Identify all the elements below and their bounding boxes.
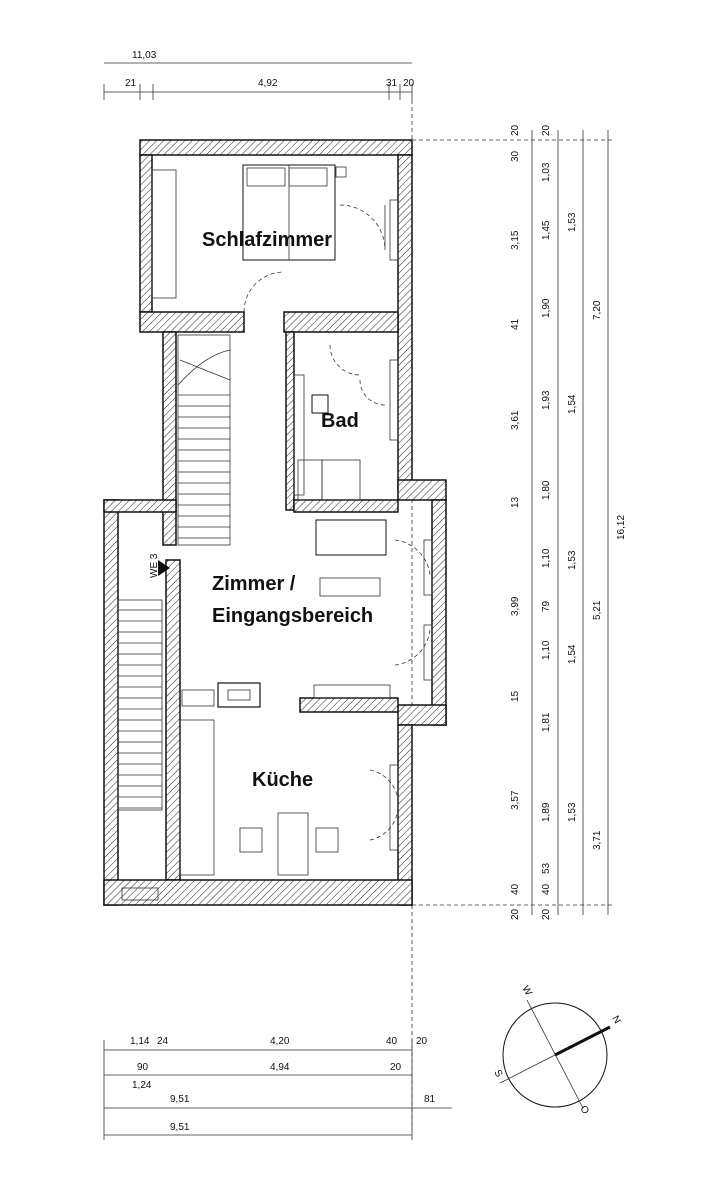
compass-west: W [519, 984, 534, 998]
dim-r2-6: 1,10 [541, 548, 552, 568]
dim-r1-0: 20 [510, 124, 521, 136]
dim-r1-1: 3,15 [510, 230, 521, 250]
dim-b2-2: 20 [390, 1062, 402, 1073]
living-entrance [158, 519, 433, 708]
dim-b2-1: 4,94 [270, 1062, 290, 1073]
bathroom [293, 344, 399, 501]
dim-r2-7: 79 [541, 600, 552, 612]
bedroom [151, 164, 399, 313]
dim-r1-6: 15 [510, 690, 521, 702]
stairwell [117, 599, 163, 901]
dim-top-c: 31 [386, 78, 398, 89]
dim-r1-7: 3,57 [510, 790, 521, 810]
dim-top-a: 21 [125, 78, 137, 89]
dim-r1-9: 20 [510, 908, 521, 920]
bottom-dimensions: 1,14 24 4,20 40 20 90 4,94 20 1,24 9,51 … [103, 1036, 452, 1140]
dim-r3-3: 1,54 [567, 644, 578, 664]
room-label-bedroom: Schlafzimmer [202, 229, 332, 251]
internal-stairs [177, 334, 231, 546]
dim-r2-11: 53 [541, 862, 552, 874]
dim-top-b: 4,92 [258, 78, 278, 89]
dim-r1-8: 40 [510, 883, 521, 895]
dim-r1-3: 3,61 [510, 410, 521, 430]
dim-r2-1: 1,03 [541, 162, 552, 182]
compass-rose: N S W O [491, 984, 622, 1116]
dim-r1-4: 13 [510, 496, 521, 508]
dim-b1-3: 40 [386, 1036, 398, 1047]
compass-east: O [577, 1104, 591, 1116]
room-label-bathroom: Bad [321, 410, 359, 432]
dim-b1-4: 20 [416, 1036, 428, 1047]
dim-r3-0: 1,53 [567, 212, 578, 232]
kitchen [179, 719, 399, 876]
dim-r1-2: 41 [510, 318, 521, 330]
dim-r2-13: 20 [541, 908, 552, 920]
compass-north: N [609, 1014, 622, 1026]
dim-b1-0: 1,14 [130, 1036, 150, 1047]
dim-r1-5: 3,99 [510, 596, 521, 616]
room-label-living-line2: Eingangsbereich [212, 605, 373, 627]
dim-b3-1: 81 [424, 1094, 436, 1105]
dim-r2-9: 1,81 [541, 712, 552, 732]
dim-b1-1: 24 [157, 1036, 169, 1047]
compass-south: S [491, 1068, 504, 1080]
dim-r2-10: 1,89 [541, 802, 552, 822]
dim-r2-2: 1,45 [541, 220, 552, 240]
dim-top-d: 20 [403, 78, 415, 89]
room-label-living-line1: Zimmer / [212, 573, 296, 595]
dim-r2-8: 1,10 [541, 640, 552, 660]
dim-r3-4: 1,53 [567, 802, 578, 822]
dim-r2-5: 1,80 [541, 480, 552, 500]
dim-r5-total: 16,12 [616, 515, 627, 540]
dim-b4: 9,51 [170, 1122, 190, 1133]
dim-b2b: 1,24 [132, 1080, 152, 1091]
dim-b2-0: 90 [137, 1062, 149, 1073]
dim-r2-12: 40 [541, 883, 552, 895]
dim-b3-0: 9,51 [170, 1094, 190, 1105]
right-dimensions: 20 30 3,15 41 3,61 13 3,99 15 3,57 40 20… [412, 124, 627, 920]
dim-r4-2: 3,71 [592, 830, 603, 850]
dim-r2-4: 1,93 [541, 390, 552, 410]
dim-r2-0: 20 [541, 124, 552, 136]
unit-marker: WE 3 [149, 553, 160, 578]
dim-r4-1: 5,21 [592, 600, 603, 620]
dim-total-width: 11,03 [132, 50, 157, 61]
dim-r1-top: 30 [510, 150, 521, 162]
walls [103, 139, 447, 906]
room-label-kitchen: Küche [252, 769, 313, 791]
dim-r4-0: 7,20 [592, 300, 603, 320]
dim-r3-1: 1,54 [567, 394, 578, 414]
dim-r3-2: 1,53 [567, 550, 578, 570]
dim-r2-3: 1,90 [541, 298, 552, 318]
dim-b1-2: 4,20 [270, 1036, 290, 1047]
